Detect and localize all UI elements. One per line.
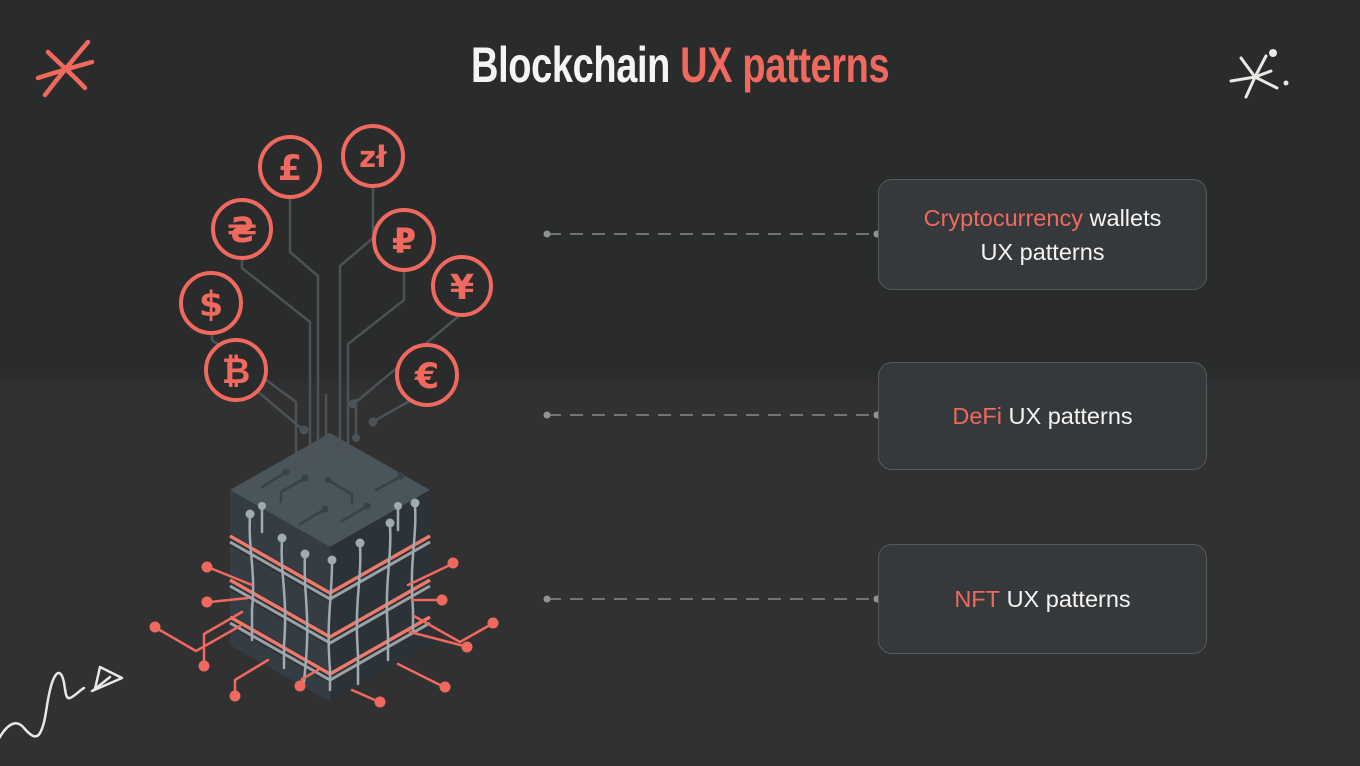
coin-symbol: $ — [199, 285, 223, 325]
sparkle-doodle-icon — [1229, 54, 1279, 99]
title-prefix: Blockchain — [470, 37, 670, 93]
card-label-accent: NFT — [954, 586, 1000, 612]
coin-dollar: $ — [179, 271, 243, 335]
coin-symbol: ¥ — [450, 268, 474, 308]
coin-symbol: ₽ — [392, 222, 416, 262]
coin-symbol: zł — [359, 140, 388, 174]
coin-zloty: zł — [341, 124, 405, 188]
card-label-rest: UX patterns — [1008, 403, 1133, 429]
coin-ruble: ₽ — [372, 208, 436, 272]
currency-coins: £ zł ₴ ₽ ¥ $ ₿ — [179, 124, 493, 407]
cube-slabs — [229, 490, 431, 702]
card-label-rest: wallets — [1089, 204, 1162, 231]
hanging-traces — [248, 503, 417, 692]
asterisk-doodle-icon — [35, 39, 95, 98]
squiggle-arrow-doodle-icon — [0, 665, 124, 740]
title-accent: UX patterns — [680, 37, 890, 93]
card-label-accent: Cryptocurrency — [923, 204, 1083, 231]
card-label-rest: UX patterns — [1006, 586, 1131, 612]
floor-trace-endpoints — [149, 557, 499, 708]
coin-symbol: £ — [278, 149, 302, 189]
coin-bitcoin: ₿ — [204, 338, 268, 402]
card-label-line2: UX patterns — [980, 238, 1105, 265]
sparkle-dots — [1269, 49, 1289, 86]
hanging-trace-dots — [245, 498, 420, 565]
coin-euro: € — [395, 343, 459, 407]
floor-circuit-traces — [156, 563, 492, 703]
coin-symbol: ₿ — [222, 352, 251, 392]
coin-hryvnia: ₴ — [211, 198, 273, 260]
cube-top-circuit-dots — [282, 468, 405, 513]
coin-traces — [210, 185, 462, 466]
coin-symbol: ₴ — [227, 211, 257, 251]
coin-symbol: € — [414, 357, 439, 397]
page-title: Blockchain UX patterns — [0, 36, 1360, 94]
coin-yen: ¥ — [431, 255, 493, 317]
card-label-accent: DeFi — [952, 403, 1002, 429]
connector-lines — [548, 233, 876, 600]
cube-top-circuits — [260, 472, 400, 526]
coin-pound: £ — [258, 135, 322, 199]
coin-trace-endpoints — [291, 399, 378, 471]
